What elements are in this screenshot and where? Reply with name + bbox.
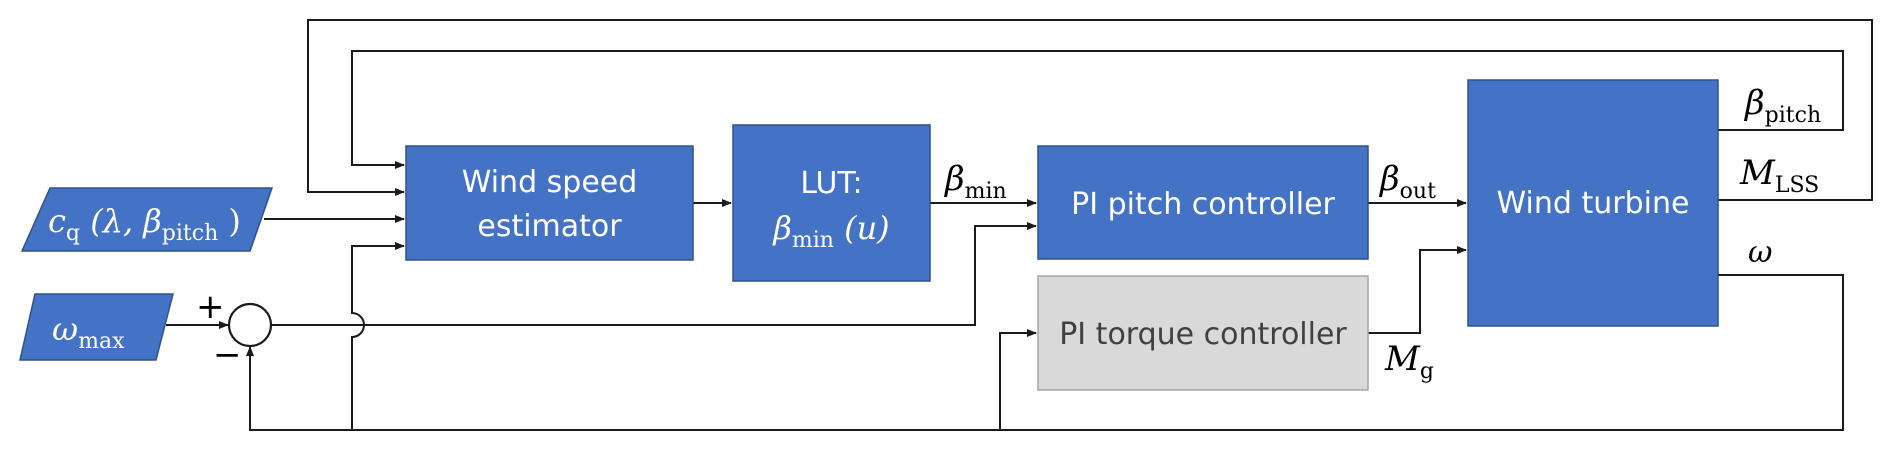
wire-omega-to-torque — [999, 329, 1037, 430]
lut-symbol: β — [772, 209, 792, 247]
pi-pitch-label: PI pitch controller — [1071, 187, 1335, 222]
wire-omega-feedback — [246, 274, 1844, 431]
input-omega-max[interactable]: ωmax — [19, 293, 174, 361]
signal-beta-min: βmin — [943, 159, 1007, 204]
wire-betapitch-feedback — [351, 50, 1844, 169]
lut-sub: min — [792, 228, 834, 253]
summing-junction — [227, 302, 273, 348]
omega-max-sub: max — [78, 329, 125, 354]
estimator-label-line1: Wind speed — [462, 165, 638, 200]
signal-beta-out: βout — [1378, 159, 1436, 204]
cq-args-close: ) — [218, 202, 241, 240]
block-wind-speed-estimator[interactable]: Wind speed estimator — [405, 145, 694, 261]
lut-label: LUT: — [800, 166, 862, 201]
signal-m-g: Mg — [1384, 339, 1434, 384]
minus-sign: − — [213, 335, 242, 375]
wire-omega-to-estimator — [351, 242, 405, 430]
cq-args-sub: pitch — [162, 221, 218, 246]
svg-text:cq (λ, βpitch ): cq (λ, βpitch ) — [48, 202, 241, 246]
lut-arg: (u) — [834, 209, 890, 247]
block-wind-turbine[interactable]: Wind turbine — [1467, 79, 1719, 327]
svg-text:βmin (u): βmin (u) — [772, 209, 889, 253]
wire-torque-to-turbine — [1368, 246, 1467, 334]
wires — [166, 19, 1873, 431]
block-lut[interactable]: LUT: βmin (u) — [732, 124, 931, 282]
cq-symbol: c — [48, 202, 66, 240]
svg-text:ωmax: ωmax — [52, 310, 125, 354]
wire-sum-to-pitch — [272, 222, 1037, 326]
omega-max-symbol: ω — [52, 310, 78, 348]
signal-beta-pitch: βpitch — [1743, 83, 1821, 128]
block-pi-torque-controller[interactable]: PI torque controller — [1037, 275, 1369, 391]
signal-omega: ω — [1748, 235, 1772, 270]
plus-sign: + — [196, 287, 225, 327]
block-pi-pitch-controller[interactable]: PI pitch controller — [1037, 145, 1369, 260]
wire-mlss-feedback — [307, 19, 1873, 201]
signal-m-lss: MLSS — [1739, 153, 1819, 198]
cq-sub: q — [66, 221, 80, 246]
estimator-label-line2: estimator — [477, 209, 622, 244]
wind-turbine-label: Wind turbine — [1497, 186, 1690, 221]
cq-args-open: (λ, β — [80, 202, 162, 240]
input-cq[interactable]: cq (λ, βpitch ) — [20, 187, 274, 252]
pi-torque-label: PI torque controller — [1059, 317, 1347, 352]
